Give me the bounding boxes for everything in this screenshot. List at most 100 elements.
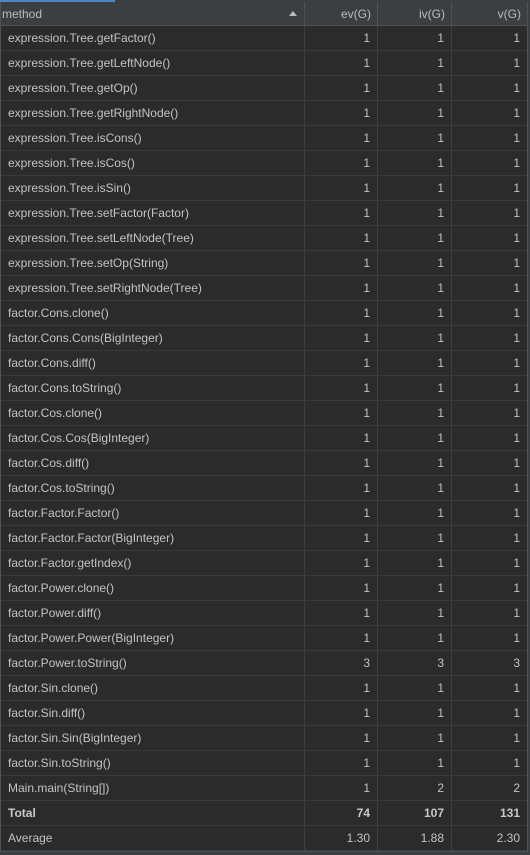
column-header-iv[interactable]: iv(G): [378, 2, 452, 26]
method-cell: factor.Cons.diff(): [1, 351, 305, 375]
v-cell: 1: [513, 731, 520, 745]
iv-cell: 1: [378, 126, 452, 150]
method-cell: factor.Power.clone(): [1, 576, 305, 600]
column-header-ev[interactable]: ev(G): [305, 2, 378, 26]
method-cell: expression.Tree.getRightNode(): [1, 101, 305, 125]
method-cell: factor.Cos.clone(): [1, 401, 305, 425]
sort-ascending-icon[interactable]: [289, 11, 297, 16]
iv-cell: 1: [378, 476, 452, 500]
v-cell: 1: [513, 456, 520, 470]
iv-cell: 1: [378, 226, 452, 250]
v-cell: 1: [513, 681, 520, 695]
v-cell: 1: [513, 581, 520, 595]
v-cell: 1: [513, 106, 520, 120]
v-cell: 3: [513, 656, 520, 670]
v-cell: 1: [513, 81, 520, 95]
iv-cell: 1: [378, 526, 452, 550]
focus-indicator: [0, 0, 115, 2]
v-cell: 1: [513, 281, 520, 295]
v-cell: 1: [513, 381, 520, 395]
method-cell: expression.Tree.setFactor(Factor): [1, 201, 305, 225]
method-cell: expression.Tree.getFactor(): [1, 26, 305, 50]
total-iv-cell: 107: [378, 801, 452, 825]
method-cell: factor.Sin.Sin(BigInteger): [1, 726, 305, 750]
column-header-iv-label: iv(G): [419, 7, 445, 21]
iv-cell: 1: [378, 301, 452, 325]
iv-cell: 1: [378, 276, 452, 300]
ev-cell: 1: [305, 276, 378, 300]
iv-cell: 1: [378, 376, 452, 400]
column-header-v-label: v(G): [497, 7, 521, 21]
ev-cell: 1: [305, 226, 378, 250]
method-cell: factor.Factor.Factor(BigInteger): [1, 526, 305, 550]
ev-cell: 1: [305, 626, 378, 650]
method-cell: expression.Tree.setLeftNode(Tree): [1, 226, 305, 250]
iv-cell: 1: [378, 101, 452, 125]
ev-cell: 1: [305, 151, 378, 175]
iv-cell: 1: [378, 51, 452, 75]
ev-cell: 1: [305, 576, 378, 600]
v-cell: 1: [513, 406, 520, 420]
v-cell: 1: [513, 606, 520, 620]
ev-cell: 1: [305, 301, 378, 325]
method-cell: factor.Sin.diff(): [1, 701, 305, 725]
iv-cell: 1: [378, 601, 452, 625]
iv-cell: 1: [378, 626, 452, 650]
ev-cell: 1: [305, 676, 378, 700]
method-cell: expression.Tree.isSin(): [1, 176, 305, 200]
v-cell: 2: [513, 781, 520, 795]
v-cell: 1: [513, 506, 520, 520]
ev-cell: 1: [305, 76, 378, 100]
column-header-method[interactable]: method: [1, 2, 305, 26]
v-cell: 1: [513, 331, 520, 345]
ev-cell: 1: [305, 26, 378, 50]
method-cell: expression.Tree.setOp(String): [1, 251, 305, 275]
v-cell: 1: [513, 431, 520, 445]
ev-cell: 1: [305, 126, 378, 150]
iv-cell: 1: [378, 751, 452, 775]
ev-cell: 1: [305, 776, 378, 800]
method-cell: factor.Power.diff(): [1, 601, 305, 625]
ev-cell: 1: [305, 526, 378, 550]
ev-cell: 1: [305, 201, 378, 225]
iv-cell: 1: [378, 201, 452, 225]
column-header-v[interactable]: v(G): [452, 2, 527, 26]
ev-cell: 1: [305, 726, 378, 750]
ev-cell: 1: [305, 501, 378, 525]
v-cell: 1: [513, 306, 520, 320]
method-cell: expression.Tree.isCons(): [1, 126, 305, 150]
